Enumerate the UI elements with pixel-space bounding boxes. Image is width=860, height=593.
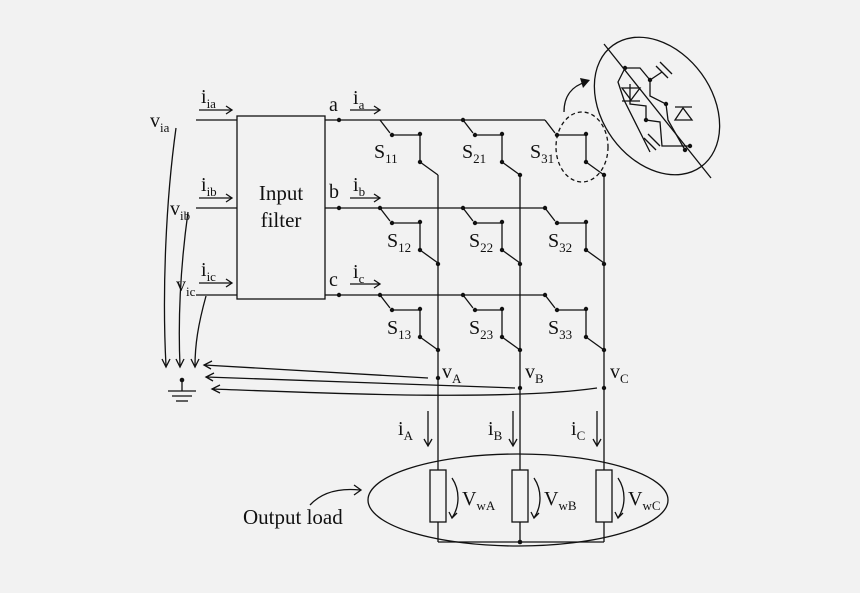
output-voltage-arrows	[202, 360, 598, 396]
switch-label-s21: S21	[462, 141, 486, 166]
bidirectional-switch-detail	[593, 36, 721, 179]
input-current-label-a: iia	[201, 86, 216, 111]
switch-s31	[544, 119, 605, 176]
input-current-label-c: iic	[201, 259, 216, 284]
output-current-label-a: iA	[398, 418, 414, 443]
load-resistor-c	[595, 469, 625, 523]
output-current-arrows	[423, 411, 602, 448]
output-current-label-b: iB	[488, 418, 503, 443]
input-filter-block	[236, 115, 326, 300]
output-voltage-label-b: vB	[525, 361, 544, 386]
input-current-label-b: iib	[201, 174, 217, 199]
output-load-pointer	[309, 488, 361, 506]
input-line-a	[196, 105, 237, 121]
output-load-pointer-head	[353, 484, 363, 496]
phase-current-label-c: ic	[353, 261, 365, 286]
phase-current-label-a: ia	[353, 87, 365, 112]
load-resistor-b	[511, 469, 541, 523]
load-voltage-label-c: VwC	[628, 488, 661, 513]
switch-label-s12: S12	[387, 230, 411, 255]
output-column-b	[517, 172, 523, 470]
detail-callout-arrowhead	[580, 78, 590, 88]
switch-s21	[462, 119, 521, 176]
switch-label-s31: S31	[530, 141, 554, 166]
ground-icon	[168, 377, 196, 402]
switch-s23	[462, 294, 521, 351]
switch-s13	[379, 294, 439, 351]
phase-current-label-b: ib	[353, 174, 365, 199]
load-star-point	[437, 522, 605, 545]
input-line-c	[196, 278, 237, 296]
phase-node-label-a: a	[329, 94, 338, 116]
output-load-label: Output load	[243, 505, 343, 529]
switch-label-s23: S23	[469, 317, 493, 342]
input-voltage-label-b: vib	[170, 198, 190, 223]
phase-node-label-b: b	[329, 181, 339, 203]
switch-label-s11: S11	[374, 141, 398, 166]
output-column-c	[601, 172, 607, 470]
switch-s32	[544, 207, 605, 264]
switch-highlight-ellipse	[555, 111, 609, 183]
switch-matrix	[379, 119, 605, 351]
switch-label-s33: S33	[548, 317, 572, 342]
load-voltage-label-b: VwB	[544, 488, 577, 513]
output-voltage-label-c: vC	[610, 361, 629, 386]
input-line-b	[196, 193, 237, 209]
switch-label-s13: S13	[387, 317, 411, 342]
load-voltage-label-a: VwA	[462, 488, 496, 513]
switch-s12	[379, 207, 439, 264]
input-voltage-arrows	[161, 127, 207, 369]
phase-node-label-c: c	[329, 269, 338, 291]
output-voltage-label-a: vA	[442, 361, 462, 386]
input-voltage-label-c: vic	[176, 274, 196, 299]
switch-label-s22: S22	[469, 230, 493, 255]
output-column-a	[435, 175, 441, 470]
switch-s11	[379, 119, 439, 176]
output-load-ellipse	[367, 453, 669, 547]
load-resistor-a	[429, 469, 459, 523]
input-filter-label-line1: Input	[259, 181, 303, 205]
input-voltage-label-a: via	[150, 110, 170, 135]
switch-s33	[544, 294, 605, 351]
switch-s22	[462, 207, 521, 264]
switch-label-s32: S32	[548, 230, 572, 255]
input-filter-label-line2: filter	[261, 208, 302, 232]
output-current-label-c: iC	[571, 418, 585, 443]
